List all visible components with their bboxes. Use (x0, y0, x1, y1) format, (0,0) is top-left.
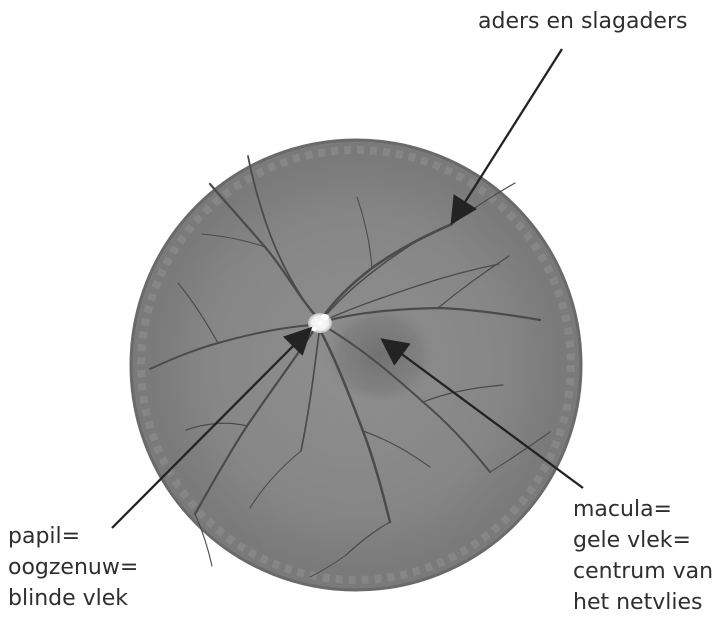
optic-disc-label-line-1: papil= (8, 521, 138, 552)
macula-label-line-1: macula= (573, 494, 713, 525)
optic-disc-label: papil= oogzenuw= blinde vlek (8, 521, 138, 614)
macula-label-line-4: het netvlies (573, 587, 713, 618)
macula-label-line-2: gele vlek= (573, 525, 713, 556)
optic-disc-label-line-2: oogzenuw= (8, 552, 138, 583)
macula-label: macula= gele vlek= centrum van het netvl… (573, 494, 713, 618)
optic-disc (308, 313, 332, 333)
vessels-arrow (453, 49, 562, 221)
macula-label-line-3: centrum van (573, 556, 713, 587)
vessels-label: aders en slagaders (478, 6, 687, 37)
optic-disc-label-line-3: blinde vlek (8, 583, 138, 614)
